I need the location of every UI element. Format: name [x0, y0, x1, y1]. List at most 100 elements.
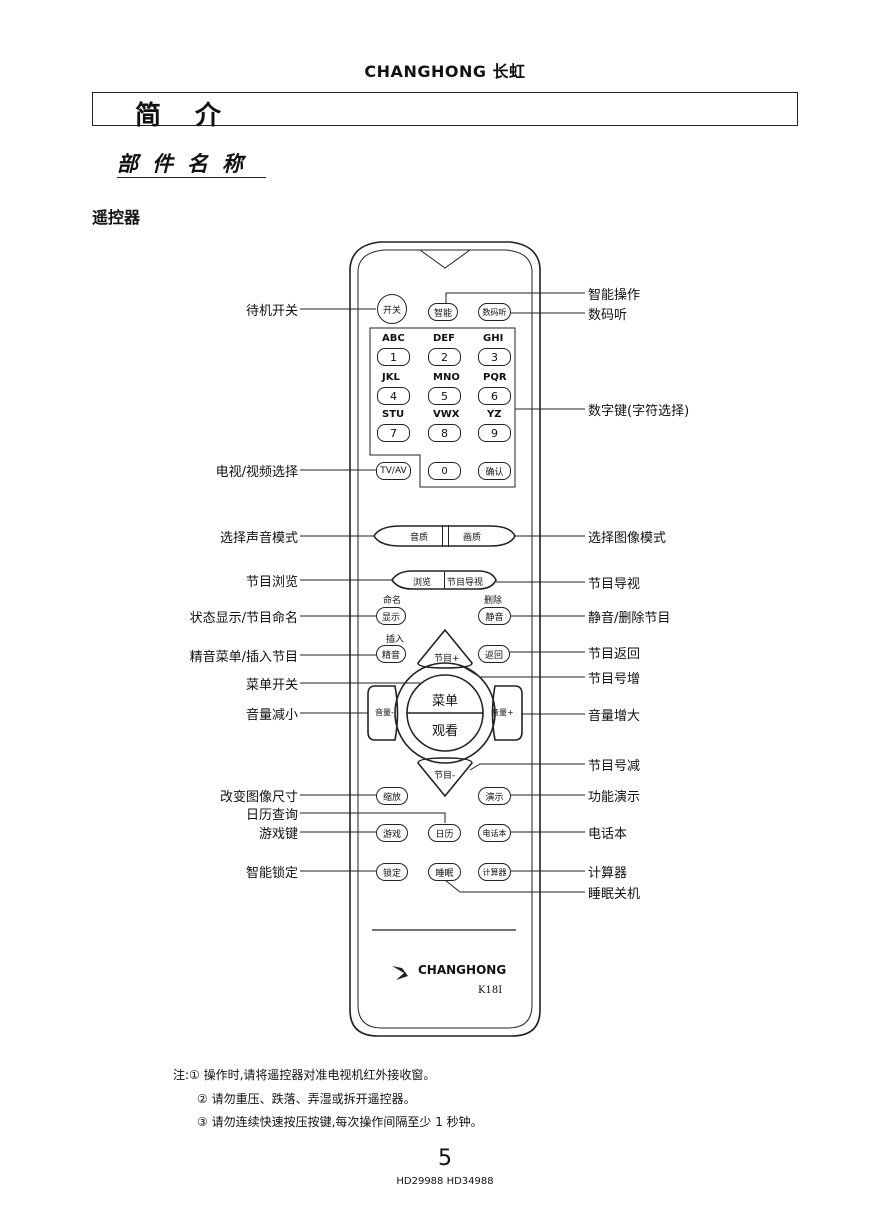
delete-small-label: 删除: [484, 596, 503, 606]
dpad-left: [367, 685, 399, 741]
mute-button[interactable]: 静音: [478, 607, 511, 625]
back-button[interactable]: 返回: [478, 645, 510, 663]
sleep-button[interactable]: 睡眠: [428, 863, 461, 881]
right-label: 节目号增: [588, 672, 641, 687]
remote-brand: CHANGHONG: [418, 963, 507, 977]
right-label: 数字键(字符选择): [588, 404, 690, 419]
note-2: ② 请勿重压、跌落、弄湿或拆开遥控器。: [197, 1092, 416, 1106]
guide-label: 节目导视: [447, 578, 484, 588]
right-label: 功能演示: [588, 790, 641, 805]
digit-8-button[interactable]: 8: [428, 424, 461, 442]
power-button[interactable]: 开关: [377, 294, 407, 324]
page-title: 简介: [135, 101, 256, 131]
left-label: 菜单开关: [245, 678, 298, 693]
browse-label: 浏览: [413, 578, 432, 588]
right-label: 节目号减: [588, 759, 641, 774]
smart-button[interactable]: 智能: [428, 303, 458, 321]
prog-up-label: 节目+: [434, 654, 460, 664]
digit-2-button[interactable]: 2: [428, 348, 461, 366]
bar-divider: [444, 572, 445, 589]
title-box: [92, 92, 798, 126]
page-number: 5: [438, 1146, 452, 1171]
left-label: 状态显示/节目命名: [189, 611, 298, 626]
digit-1-button[interactable]: 1: [377, 348, 410, 366]
section-underline: [117, 177, 266, 178]
left-label: 音量减小: [245, 708, 298, 723]
section-heading: 部件名称: [117, 151, 257, 176]
prog-down-label: 节目-: [434, 771, 456, 781]
digit-letters: YZ: [487, 409, 502, 420]
confirm-button[interactable]: 确认: [478, 462, 511, 480]
subsection-heading: 遥控器: [92, 208, 141, 227]
sound-mode-label: 音质: [410, 533, 429, 543]
tvav-button[interactable]: TV/AV: [376, 462, 411, 480]
calendar-button[interactable]: 日历: [428, 824, 461, 842]
digit-letters: STU: [382, 409, 405, 420]
display-button[interactable]: 显示: [376, 607, 406, 625]
picture-mode-label: 画质: [463, 533, 482, 543]
vol-up-label: 音量+: [491, 708, 514, 717]
model-numbers: HD29988 HD34988: [396, 1176, 494, 1187]
dpad-down: [417, 757, 473, 798]
remote-model: K18I: [478, 985, 503, 996]
menu-label: 菜单: [432, 694, 459, 709]
dpad-ring: [394, 662, 496, 764]
name-small-label: 命名: [383, 596, 402, 606]
left-label: 日历查询: [245, 808, 298, 823]
right-label: 智能操作: [588, 288, 641, 303]
browse-guide-bar: [391, 570, 497, 590]
note-1: 注:① 操作时,请将遥控器对准电视机红外接收窗。: [173, 1068, 436, 1082]
vol-down-label: 音量-: [375, 708, 394, 717]
left-label: 游戏键: [258, 827, 298, 842]
calculator-button[interactable]: 计算器: [478, 863, 511, 881]
digit-6-button[interactable]: 6: [478, 387, 511, 405]
left-label: 待机开关: [245, 304, 298, 319]
fine-sound-button[interactable]: 精音: [376, 645, 406, 663]
remote-body-outer: [349, 241, 541, 1037]
dpad-right: [491, 685, 523, 741]
watch-label: 观看: [432, 724, 459, 739]
digit-letters: JKL: [382, 372, 400, 383]
left-label: 智能锁定: [245, 866, 298, 881]
zoom-button[interactable]: 缩放: [376, 787, 408, 805]
note-3: ③ 请勿连续快速按压按键,每次操作间隔至少 1 秒钟。: [197, 1115, 483, 1129]
digit-letters: DEF: [433, 333, 455, 344]
digit-7-button[interactable]: 7: [377, 424, 410, 442]
keypad-frame: [369, 327, 516, 488]
right-label: 节目返回: [588, 647, 641, 662]
digit-letters: GHI: [483, 333, 504, 344]
ir-window: [419, 249, 471, 269]
right-label: 睡眠关机: [588, 887, 641, 902]
digit-letters: VWX: [433, 409, 460, 420]
right-label: 数码听: [588, 308, 628, 323]
left-label: 电视/视频选择: [215, 465, 298, 480]
digit-letters: ABC: [382, 333, 405, 344]
left-label: 改变图像尺寸: [219, 790, 298, 805]
game-button[interactable]: 游戏: [376, 824, 408, 842]
zero-button[interactable]: 0: [428, 462, 461, 480]
digit-letters: MNO: [433, 372, 460, 383]
right-label: 音量增大: [588, 709, 641, 724]
right-label: 选择图像模式: [588, 531, 667, 546]
brand-header: CHANGHONG 长虹: [364, 62, 526, 81]
left-label: 节目浏览: [245, 575, 298, 590]
digit-letters: PQR: [483, 372, 507, 383]
right-label: 电话本: [588, 827, 628, 842]
demo-button[interactable]: 演示: [478, 787, 511, 805]
digit-5-button[interactable]: 5: [428, 387, 461, 405]
right-label: 节目导视: [588, 577, 641, 592]
lock-button[interactable]: 锁定: [376, 863, 408, 881]
bar-divider: [442, 525, 449, 547]
phonebook-button[interactable]: 电话本: [478, 824, 511, 842]
left-label: 精音菜单/插入节目: [189, 650, 298, 665]
brand-logo-mark: [392, 966, 408, 980]
digit-4-button[interactable]: 4: [377, 387, 410, 405]
digit-3-button[interactable]: 3: [478, 348, 511, 366]
insert-small-label: 插入: [386, 635, 405, 645]
digit-9-button[interactable]: 9: [478, 424, 511, 442]
right-label: 静音/删除节目: [588, 611, 671, 626]
remote-body-inner: [357, 249, 533, 1029]
digital-audio-button[interactable]: 数码听: [478, 303, 511, 321]
dpad-up: [417, 628, 473, 669]
